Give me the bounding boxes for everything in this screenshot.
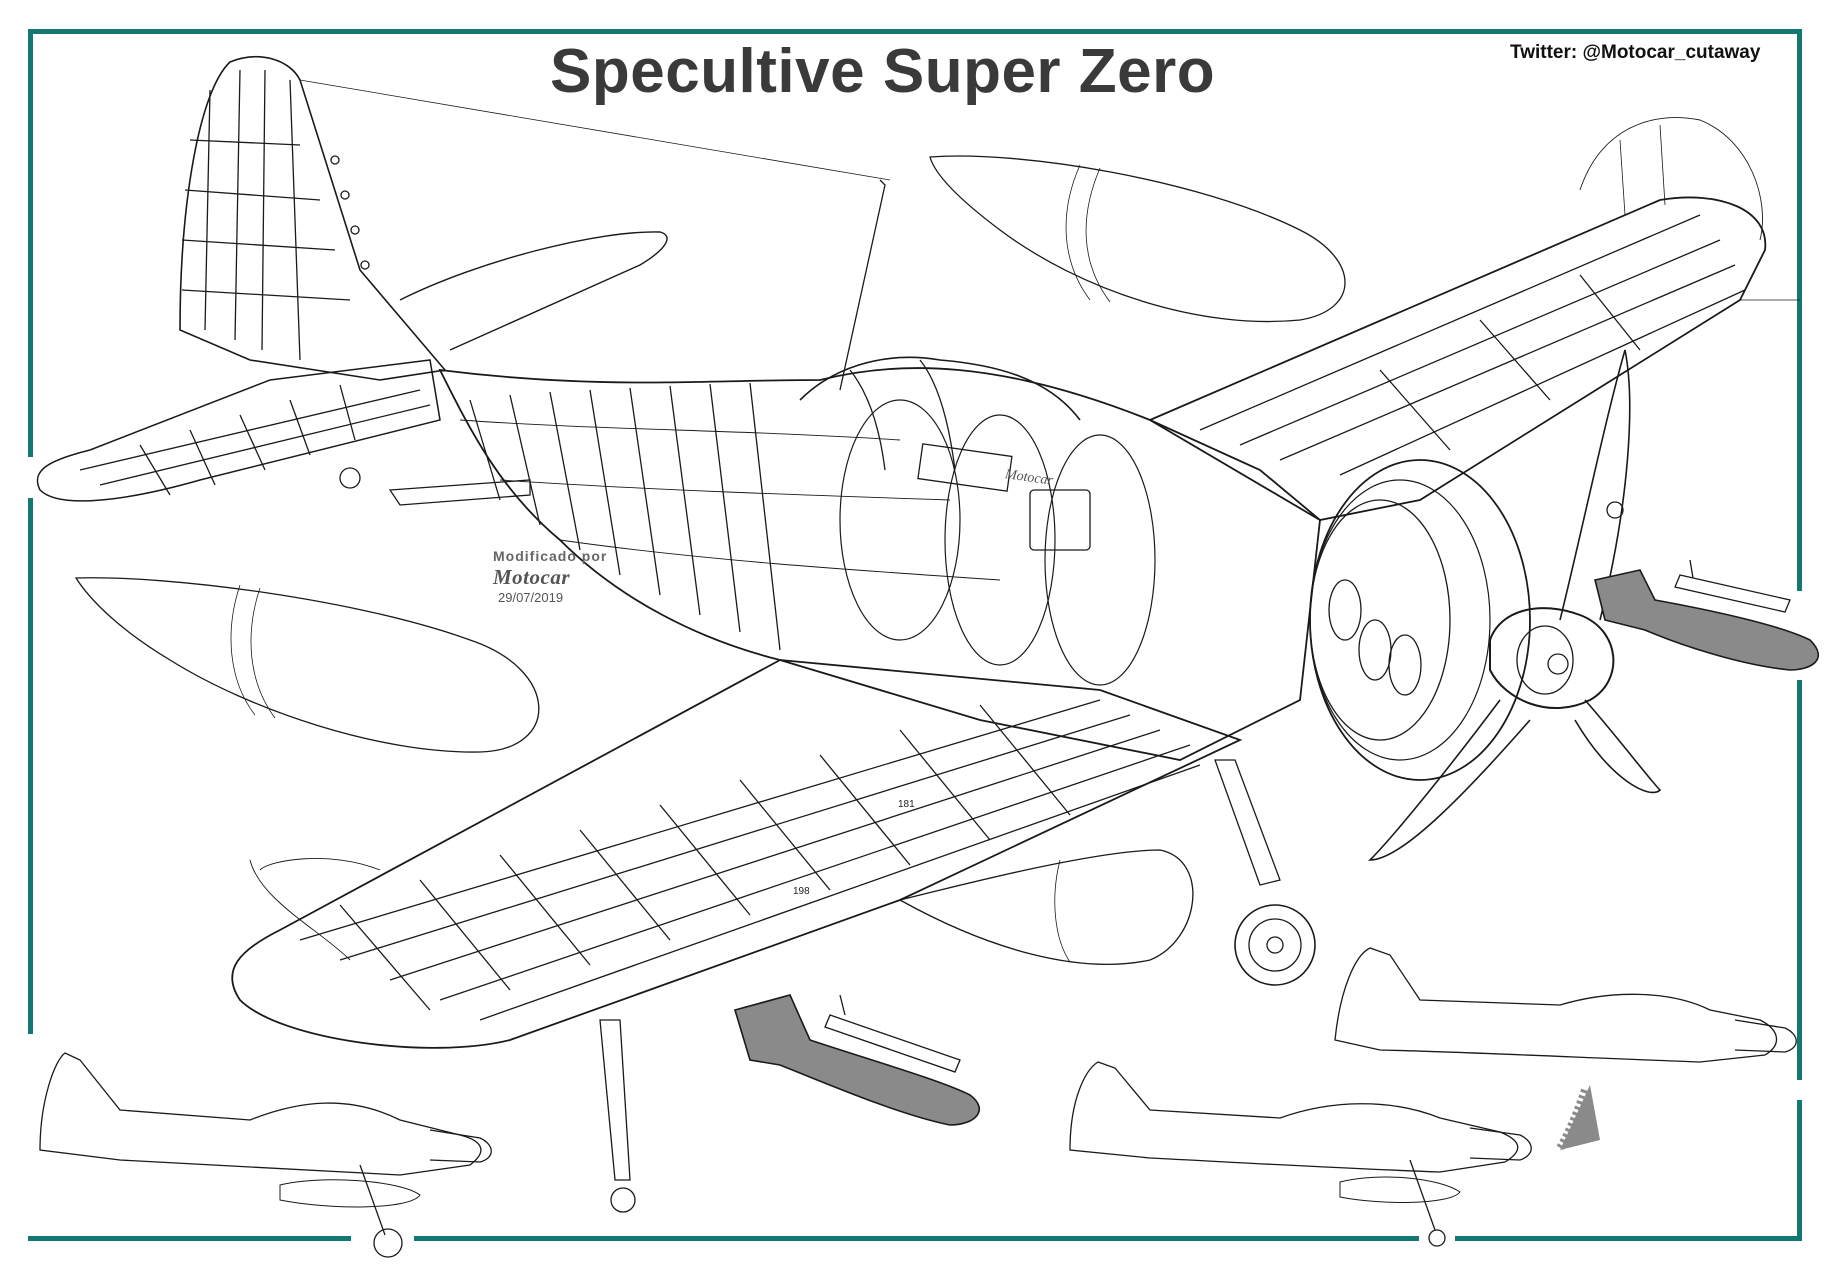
page-title: Specultive Super Zero: [550, 37, 1216, 106]
frame-left-upper: [28, 29, 33, 457]
drop-tank-left: [76, 578, 539, 752]
frame-bottom-left: [28, 1236, 351, 1241]
credit-date: 29/07/2019: [498, 590, 564, 605]
engine-propeller: [1310, 350, 1660, 860]
frame-right-lower: [1797, 1100, 1802, 1240]
rotation-arrow-icon: [1560, 1085, 1600, 1150]
side-profile-right: [1335, 948, 1796, 1062]
frame-top: [28, 29, 1802, 34]
frame-right-upper: [1797, 29, 1802, 591]
drop-tank-lower: [900, 850, 1193, 964]
part-number-198: 198: [793, 886, 810, 897]
side-profile-center: [1070, 1062, 1531, 1246]
tail-fin: [180, 57, 890, 390]
frame-bottom-right: [1455, 1236, 1802, 1241]
bomb-center: [735, 995, 979, 1125]
landing-gear: [600, 760, 1315, 1212]
part-number-181: 181: [898, 799, 915, 810]
side-profile-left: [40, 1053, 491, 1257]
tail-stabilizer-left: [37, 360, 530, 505]
drop-tank-upper: [930, 156, 1345, 322]
frame-right-mid: [1797, 680, 1802, 1080]
frame-left-lower: [28, 498, 33, 1034]
wing-right: [1150, 118, 1800, 520]
wing-left: [232, 660, 1240, 1048]
credit-line-1: Modificado por: [493, 548, 608, 564]
frame-bottom-mid: [414, 1236, 1419, 1241]
bomb-right: [1595, 560, 1818, 670]
credit-block: Modificado por Motocar 29/07/2019: [493, 548, 607, 605]
tail-stabilizer-right: [400, 232, 667, 350]
twitter-handle: Twitter: @Motocar_cutaway: [1510, 42, 1761, 63]
credit-author: Motocar: [493, 565, 570, 589]
